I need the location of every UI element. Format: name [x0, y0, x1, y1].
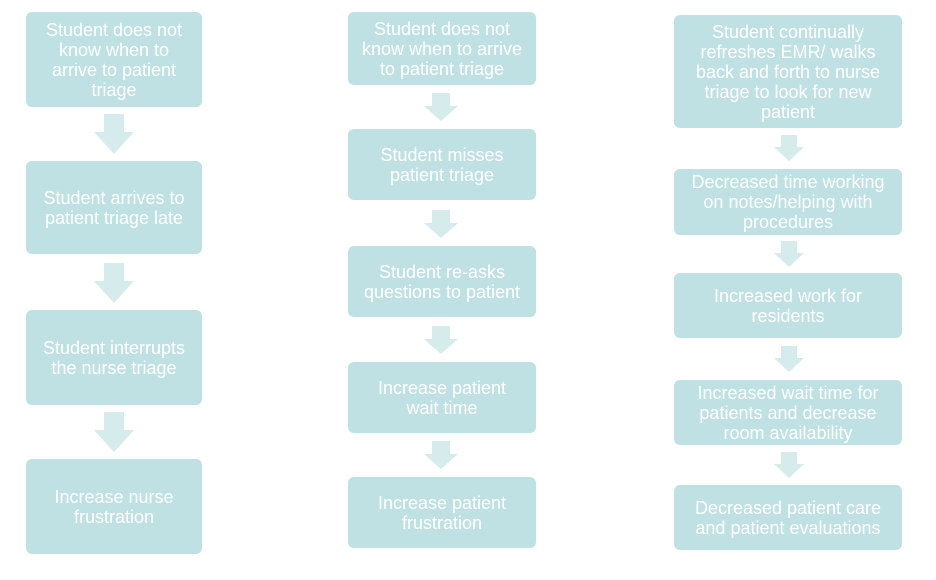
arrow-down-icon	[94, 114, 134, 154]
flow-box: Student does not know when to arrive to …	[26, 12, 202, 107]
flow-box: Decreased patient care and patient evalu…	[674, 485, 902, 550]
arrow-down-icon	[774, 241, 804, 267]
arrow-down-icon	[774, 452, 804, 478]
arrow-down-icon	[424, 210, 458, 238]
arrow-down-icon	[774, 135, 804, 161]
flow-box: Student does not know when to arrive to …	[348, 12, 536, 85]
flow-box: Decreased time working on notes/helping …	[674, 169, 902, 235]
flow-box: Increase patient wait time	[348, 362, 536, 433]
flow-box: Student interrupts the nurse triage	[26, 310, 202, 405]
flow-box: Student continually refreshes EMR/ walks…	[674, 15, 902, 128]
arrow-down-icon	[424, 441, 458, 469]
flow-box: Increased wait time for patients and dec…	[674, 380, 902, 445]
arrow-down-icon	[424, 326, 458, 354]
flow-box: Student misses patient triage	[348, 129, 536, 200]
arrow-down-icon	[424, 93, 458, 121]
flow-box: Increase nurse frustration	[26, 459, 202, 554]
arrow-down-icon	[94, 263, 134, 303]
flow-box: Student re-asks questions to patient	[348, 246, 536, 317]
flow-box: Increase patient frustration	[348, 477, 536, 548]
arrow-down-icon	[94, 412, 134, 452]
arrow-down-icon	[774, 346, 804, 372]
flow-box: Increased work for residents	[674, 273, 902, 338]
flow-box: Student arrives to patient triage late	[26, 161, 202, 254]
